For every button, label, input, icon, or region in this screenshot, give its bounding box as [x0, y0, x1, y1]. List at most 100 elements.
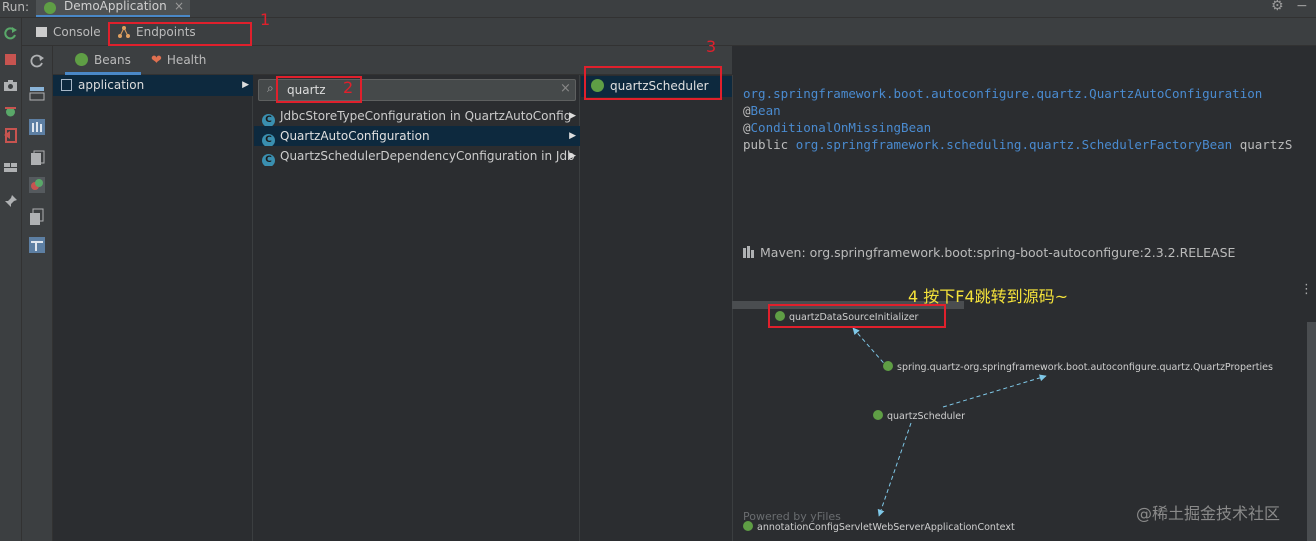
module-icon	[61, 79, 72, 91]
pin-icon[interactable]	[3, 194, 18, 209]
graph-node-datasource-initializer[interactable]: quartzDataSourceInitializer	[775, 311, 918, 323]
code-line-class: org.springframework.boot.autoconfigure.q…	[743, 85, 1262, 102]
powered-by-label: Powered by yFiles	[743, 510, 841, 523]
list-item-label: QuartzSchedulerDependencyConfiguration i…	[280, 149, 575, 163]
camera-icon[interactable]	[3, 78, 18, 93]
console-icon	[36, 27, 47, 37]
code-line-bean: @Bean	[743, 102, 781, 119]
graph-node-label: annotationConfigServletWebServerApplicat…	[757, 522, 1015, 533]
class-icon: C	[262, 114, 275, 126]
copy-icon[interactable]	[28, 208, 46, 226]
list-item-label: QuartzAutoConfiguration	[280, 129, 430, 143]
list-item-application[interactable]: application ▶	[53, 75, 253, 96]
class-icon: C	[262, 154, 275, 166]
graph-node-quartz-properties[interactable]: spring.quartz-org.springframework.boot.a…	[883, 361, 1273, 373]
search-input[interactable]	[287, 82, 547, 98]
refresh-icon[interactable]	[28, 52, 46, 70]
maven-label: Maven: org.springframework.boot:spring-b…	[760, 245, 1236, 260]
context-list: application ▶	[53, 75, 253, 541]
heart-icon: ❤	[151, 53, 162, 68]
run-side-toolbar	[0, 18, 22, 541]
tab-beans-label: Beans	[94, 53, 131, 67]
settings-table-icon[interactable]	[28, 236, 46, 254]
graph-scrollbar[interactable]	[1307, 322, 1316, 541]
bean-dependency-graph[interactable]: quartzDataSourceInitializer spring.quart…	[732, 309, 1316, 541]
search-box[interactable]: ⌕ ×	[258, 79, 576, 101]
annotation-box-1	[108, 22, 252, 46]
annotation-at: @	[743, 103, 751, 118]
spring-bean-icon	[743, 521, 753, 531]
tab-console-label: Console	[53, 25, 101, 39]
annotation-number-3: 3	[706, 37, 717, 56]
library-bars-icon	[743, 246, 754, 258]
spring-beans-icon[interactable]	[28, 176, 46, 194]
annotation-box-3	[584, 66, 722, 100]
edge-scheduler-to-context	[877, 422, 912, 517]
graph-node-label: spring.quartz-org.springframework.boot.a…	[897, 362, 1273, 373]
spring-bean-icon	[775, 311, 785, 321]
list-item-label: quartzScheduler	[610, 79, 709, 93]
endpoint-tabs: Beans ❤ Health	[53, 46, 732, 75]
expand-arrow-icon: ▶	[569, 131, 576, 141]
edge-properties-to-initializer	[852, 327, 889, 369]
list-item-label: JdbcStoreTypeConfiguration in QuartzAuto…	[280, 109, 572, 123]
code-line-conditional: @ConditionalOnMissingBean	[743, 119, 931, 136]
gear-icon[interactable]: ⚙	[1271, 0, 1284, 14]
class-link[interactable]: org.springframework.boot.autoconfigure.q…	[743, 86, 1263, 101]
tab-health[interactable]: ❤ Health	[149, 46, 206, 75]
endpoints-toolbar	[22, 46, 53, 541]
layout-icon[interactable]	[3, 160, 18, 175]
expand-arrow-icon: ▶	[569, 151, 576, 161]
run-toolbar: Run: DemoApplication × ⚙ −	[0, 0, 1316, 18]
spring-bean-icon	[591, 79, 604, 92]
annotation-bean-link[interactable]: Bean	[750, 103, 781, 118]
debug-icon[interactable]	[3, 104, 18, 119]
endpoints-icon	[118, 26, 130, 38]
expand-arrow-icon: ▶	[242, 80, 249, 90]
type-link[interactable]: org.springframework.scheduling.quartz.Sc…	[795, 137, 1233, 152]
annotation-box-2	[276, 76, 362, 103]
graph-node-application-context[interactable]: annotationConfigServletWebServerApplicat…	[743, 521, 1015, 533]
tab-console[interactable]: Console	[36, 18, 101, 46]
stop-icon[interactable]	[3, 52, 18, 67]
code-line-method: public org.springframework.scheduling.qu…	[743, 136, 1292, 153]
run-tab-demoapplication[interactable]: DemoApplication ×	[36, 0, 190, 17]
bean-details-panel: org.springframework.boot.autoconfigure.q…	[732, 75, 1316, 301]
tab-health-label: Health	[166, 53, 207, 67]
clear-icon[interactable]: ×	[560, 81, 571, 96]
spring-bean-icon	[75, 53, 88, 66]
expand-arrow-icon: ▶	[569, 111, 576, 121]
annotation-box-4	[768, 304, 946, 328]
tab-endpoints-label: Endpoints	[136, 25, 196, 39]
exit-icon[interactable]	[3, 128, 18, 143]
bean-list: quartzScheduler	[581, 75, 732, 541]
graph-node-quartz-scheduler[interactable]: quartzScheduler	[873, 410, 965, 422]
diagram-icon[interactable]	[28, 118, 46, 136]
tab-beans[interactable]: Beans	[65, 46, 141, 75]
graph-node-label: quartzDataSourceInitializer	[789, 312, 919, 323]
spring-app-icon	[44, 2, 56, 14]
show-configuration-icon[interactable]	[28, 84, 46, 102]
search-icon: ⌕	[267, 81, 274, 95]
minimize-icon[interactable]: −	[1296, 0, 1308, 14]
close-icon[interactable]: ×	[174, 0, 185, 13]
library-icon[interactable]	[28, 150, 46, 168]
list-item-quartzscheduler[interactable]: quartzScheduler	[581, 76, 732, 97]
annotation-number-2: 2	[343, 78, 354, 97]
more-icon[interactable]: ⋮	[1300, 282, 1313, 297]
run-label: Run:	[2, 0, 30, 14]
list-item[interactable]: C QuartzSchedulerDependencyConfiguration …	[254, 146, 580, 166]
annotation-conditional-link[interactable]: ConditionalOnMissingBean	[750, 120, 932, 135]
tab-endpoints[interactable]: Endpoints	[118, 18, 196, 46]
list-item-label: application	[78, 78, 145, 92]
graph-edges	[852, 327, 1047, 517]
keyword-public: public	[743, 137, 789, 152]
rerun-icon[interactable]	[3, 26, 18, 41]
list-item[interactable]: C JdbcStoreTypeConfiguration in QuartzAut…	[254, 106, 580, 126]
spring-bean-icon	[883, 361, 893, 371]
watermark: @稀土掘金技术社区	[1136, 504, 1281, 523]
annotation-at: @	[743, 120, 751, 135]
spring-bean-icon	[873, 410, 883, 420]
graph-node-label: quartzScheduler	[887, 411, 966, 422]
